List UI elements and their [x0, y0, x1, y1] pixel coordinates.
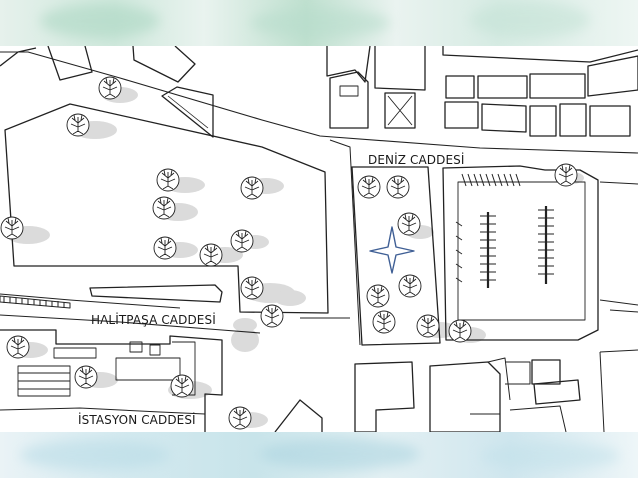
parking-rows — [486, 206, 548, 288]
central-square — [351, 166, 441, 346]
building — [384, 92, 416, 129]
bottom-blurred-photo-band — [0, 432, 638, 478]
parking-stripes-top — [461, 173, 521, 187]
park-plot — [4, 103, 329, 314]
parking-bay-lines — [455, 209, 554, 283]
top-blurred-photo-band — [0, 0, 638, 46]
building — [274, 399, 323, 432]
street-label-deniz-caddesi: DENİZ CADDESİ — [368, 153, 465, 167]
building — [444, 101, 479, 129]
building — [374, 46, 426, 91]
building — [531, 359, 561, 385]
building — [161, 86, 214, 138]
four-point-star-icon — [369, 226, 415, 274]
building — [326, 46, 371, 83]
parking-bays — [17, 365, 71, 397]
building — [329, 71, 369, 129]
road-crosswalk — [0, 295, 71, 309]
building — [429, 361, 501, 432]
street-label-halitpasa-caddesi: HALİTPAŞA CADDESİ — [91, 313, 216, 327]
building — [132, 46, 196, 83]
building — [89, 284, 223, 303]
building — [529, 73, 586, 99]
building — [529, 105, 557, 137]
building — [533, 379, 581, 405]
building — [477, 75, 528, 99]
building — [587, 55, 638, 97]
building — [0, 47, 37, 67]
building — [354, 361, 415, 432]
building — [589, 105, 631, 137]
building — [481, 103, 527, 133]
building — [445, 75, 475, 99]
building — [442, 46, 638, 63]
building — [559, 103, 587, 137]
building — [0, 329, 223, 432]
building — [47, 46, 93, 81]
street-label-istasyon-caddesi: İSTASYON CADDESİ — [78, 413, 196, 427]
parking-lot — [442, 165, 599, 341]
